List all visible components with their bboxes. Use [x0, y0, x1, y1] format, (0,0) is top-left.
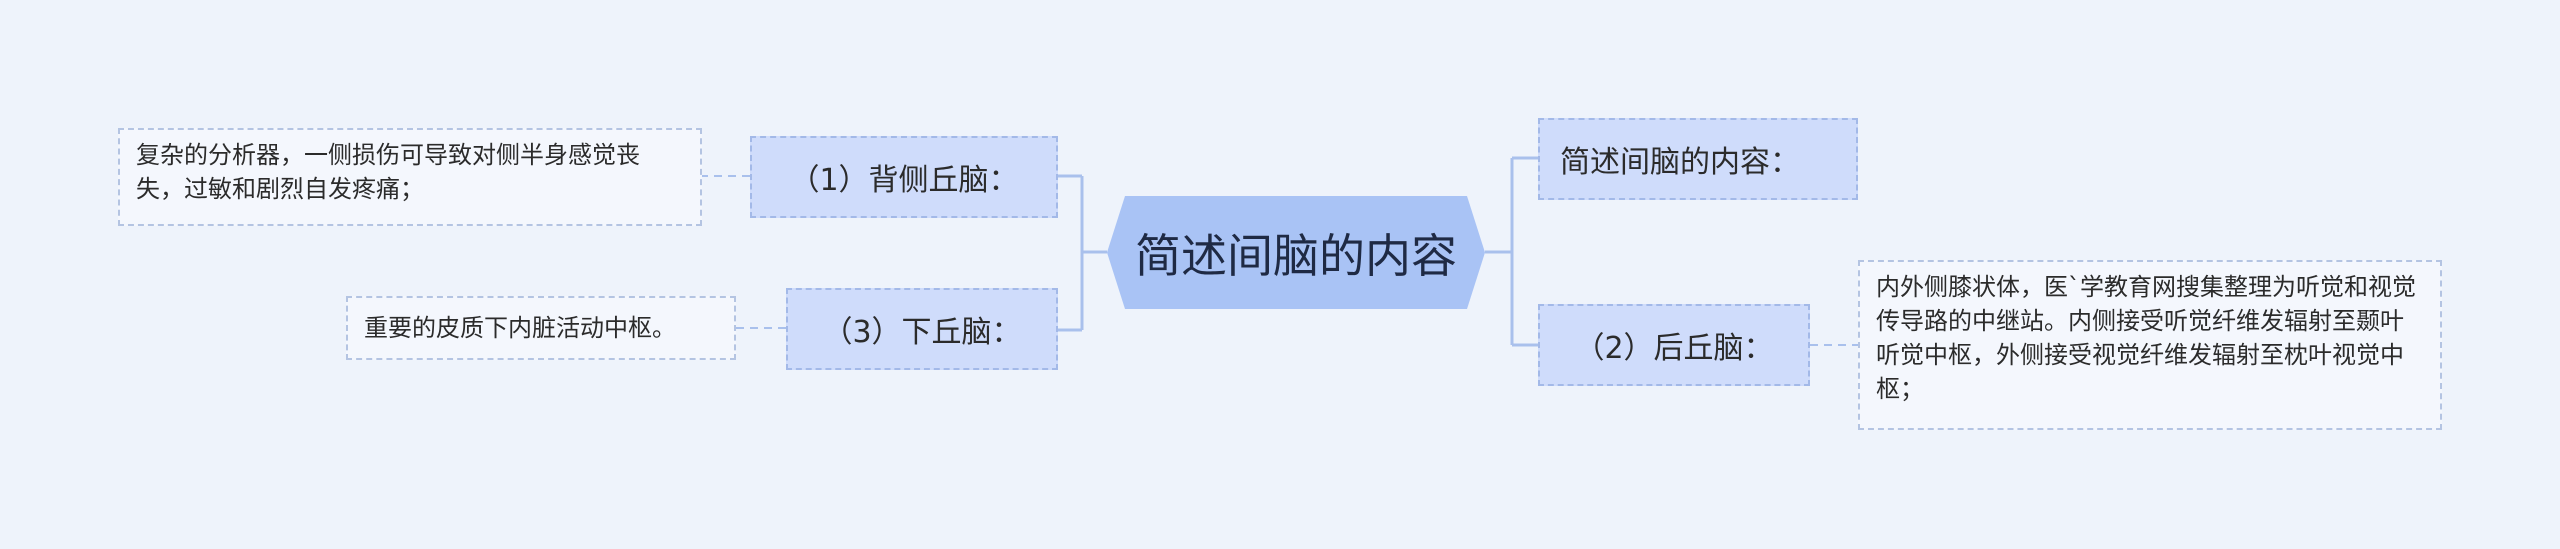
branch-intro[interactable]: 简述间脑的内容：	[1538, 118, 1858, 200]
branch-hypothalamus[interactable]: （3）下丘脑：	[786, 288, 1058, 370]
root-topic-label: 简述间脑的内容	[1135, 228, 1457, 283]
branch-metathalamus-label: （2）后丘脑：	[1574, 331, 1774, 366]
branch-hypothalamus-label: （3）下丘脑：	[822, 315, 1022, 350]
branch-metathalamus[interactable]: （2）后丘脑：	[1538, 304, 1810, 386]
leaf-metathalamus-text: 内外侧膝状体，医`学教育网搜集整理为听觉和视觉传导路的中继站。内侧接受听觉纤维发…	[1876, 273, 2416, 403]
branch-dorsal-thalamus[interactable]: （1）背侧丘脑：	[750, 136, 1058, 218]
branch-intro-label: 简述间脑的内容：	[1560, 145, 1800, 180]
leaf-dorsal-thalamus-text: 复杂的分析器，一侧损伤可导致对侧半身感觉丧失，过敏和剧烈自发疼痛；	[136, 141, 640, 203]
connector-right-spine	[1485, 156, 1538, 347]
leaf-hypothalamus-text: 重要的皮质下内脏活动中枢。	[364, 314, 676, 342]
connector-left-spine	[1058, 174, 1107, 332]
leaf-dorsal-thalamus[interactable]: 复杂的分析器，一侧损伤可导致对侧半身感觉丧失，过敏和剧烈自发疼痛；	[118, 128, 702, 226]
root-topic[interactable]: 简述间脑的内容	[1107, 196, 1485, 309]
branch-dorsal-thalamus-label: （1）背侧丘脑：	[789, 163, 1019, 198]
leaf-hypothalamus[interactable]: 重要的皮质下内脏活动中枢。	[346, 296, 736, 360]
leaf-metathalamus[interactable]: 内外侧膝状体，医`学教育网搜集整理为听觉和视觉传导路的中继站。内侧接受听觉纤维发…	[1858, 260, 2442, 430]
